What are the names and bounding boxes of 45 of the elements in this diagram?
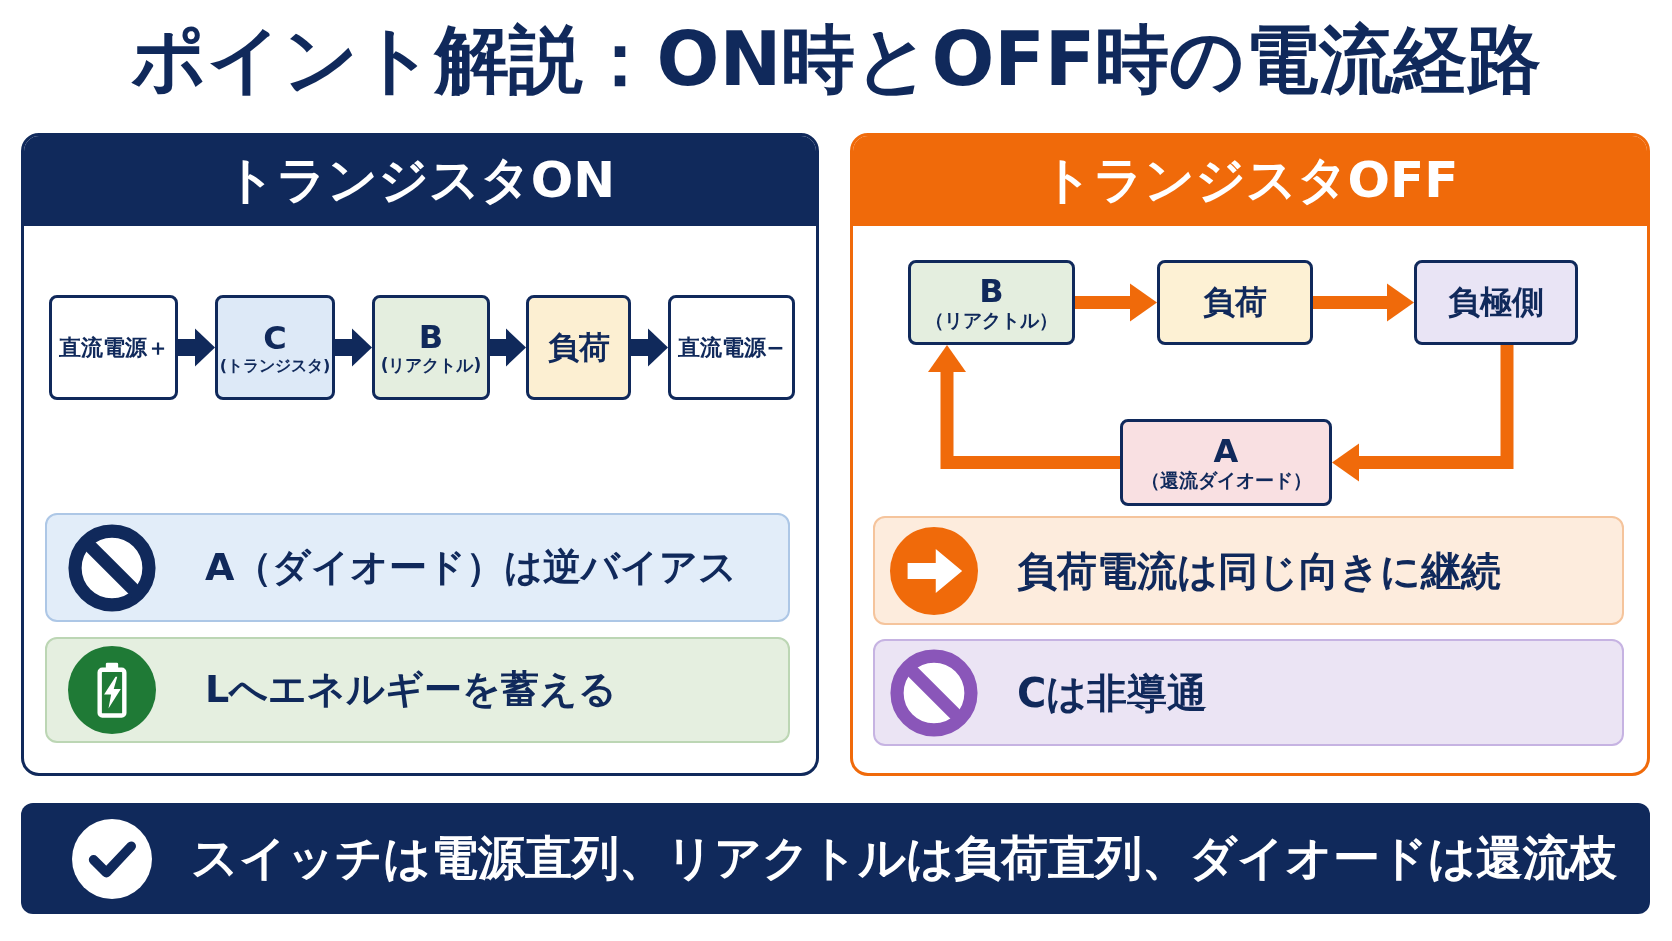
process-box	[1414, 260, 1578, 345]
note-box	[873, 639, 1624, 746]
node-label: 負荷	[547, 329, 610, 366]
panel	[21, 133, 819, 776]
node-label: C	[263, 319, 287, 357]
arrow	[928, 345, 1120, 469]
note-box	[45, 637, 790, 743]
note-box	[45, 513, 790, 622]
process-box	[908, 260, 1075, 345]
arrow	[1332, 345, 1514, 482]
arrow	[178, 328, 215, 367]
arrow	[1313, 283, 1414, 322]
arrow	[1075, 283, 1157, 322]
node-label: 負荷	[1203, 284, 1267, 321]
node-label: 直流電源−	[678, 334, 785, 361]
title: ポイント解説：ON時とOFF時の電流経路	[130, 22, 1542, 96]
summary-text: スイッチは電源直列、リアクトルは負荷直列、ダイオードは還流枝	[191, 831, 1617, 886]
node-label: A	[1213, 433, 1239, 470]
process-box	[49, 295, 178, 400]
arrow	[335, 328, 372, 367]
panel-heading: トランジスタON	[224, 152, 616, 210]
process-box	[1157, 260, 1313, 345]
node-label: B	[979, 273, 1004, 310]
arrow	[490, 328, 526, 367]
note-box	[873, 516, 1624, 625]
process-box	[526, 295, 631, 400]
node-sublabel: (トランジスタ)	[219, 356, 331, 376]
note-text: Lへエネルギーを蓄える	[205, 668, 618, 712]
node-label: B	[418, 319, 444, 357]
panel	[850, 133, 1650, 776]
node-sublabel: （リアクトル）	[925, 309, 1058, 332]
node-label: 直流電源＋	[58, 334, 169, 361]
panel-heading: トランジスタOFF	[1041, 152, 1459, 210]
note-text: A（ダイオード）は逆バイアス	[205, 545, 738, 590]
node-sublabel: （還流ダイオード）	[1140, 469, 1312, 492]
arrow	[631, 328, 668, 367]
process-box	[1120, 419, 1332, 506]
process-box	[215, 295, 335, 400]
summary-banner	[21, 803, 1650, 914]
process-box	[372, 295, 490, 400]
note-text: 負荷電流は同じ向きに継続	[1017, 547, 1501, 594]
note-text: Cは非導通	[1017, 669, 1208, 716]
node-sublabel: (リアクトル)	[380, 356, 482, 376]
node-label: 負極側	[1448, 284, 1544, 321]
process-box	[668, 295, 795, 400]
